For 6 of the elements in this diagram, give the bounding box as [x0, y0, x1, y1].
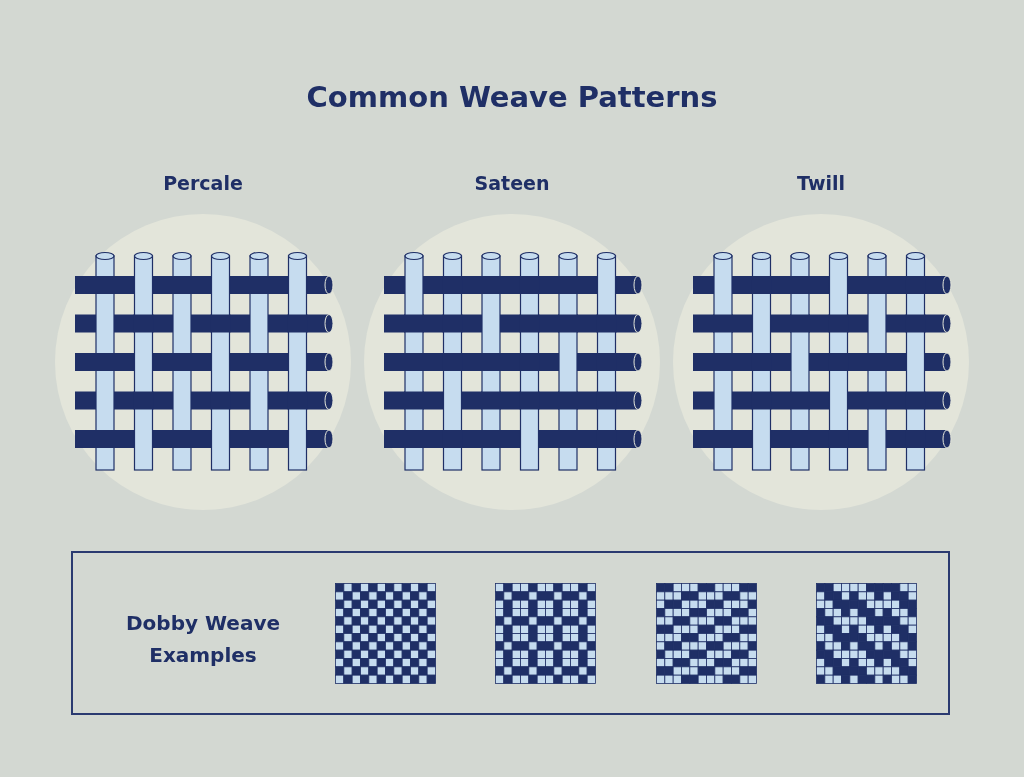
examples-panel [71, 551, 950, 715]
pattern-label: Percale [162, 172, 244, 194]
panel-label: Dobby Weave Examples [125, 610, 281, 669]
diagram-title: Common Weave Patterns [305, 80, 719, 114]
pattern-label: Sateen [473, 172, 551, 194]
pattern-label: Twill [796, 172, 846, 194]
